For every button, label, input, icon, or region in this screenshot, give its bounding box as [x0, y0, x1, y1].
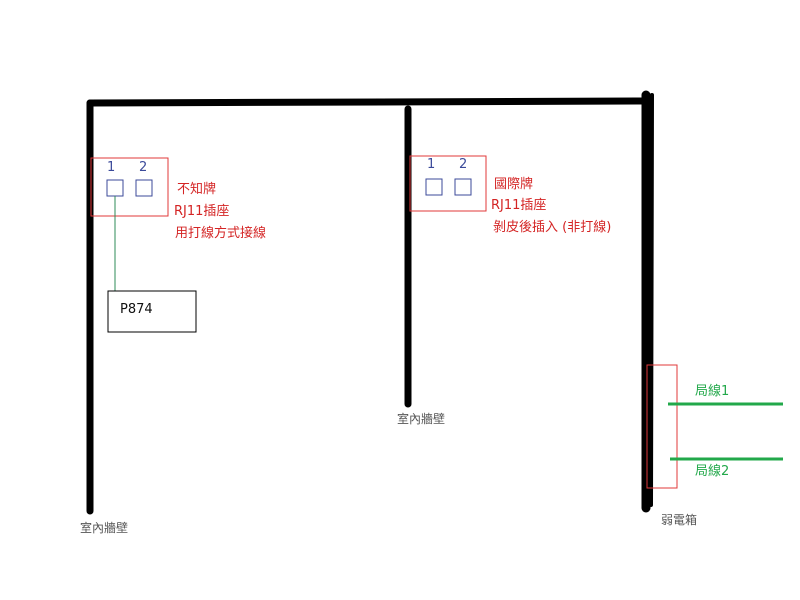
socket-left-port-1 — [106, 179, 124, 197]
wall-middle-label: 室內牆壁 — [397, 412, 446, 426]
socket-left-port-2 — [135, 179, 153, 197]
weak-box-label: 弱電箱 — [661, 513, 698, 527]
socket-middle-type: RJ11插座 — [491, 198, 547, 213]
socket-middle-port-1 — [425, 178, 443, 196]
socket-left-method: 用打線方式接線 — [175, 226, 267, 241]
phone-line-1-label: 局線1 — [695, 384, 730, 399]
device-box — [107, 290, 197, 333]
socket-middle-port-1-label: 1 — [427, 157, 436, 172]
wall-left-label: 室內牆壁 — [80, 521, 129, 535]
weak-box-outline — [646, 364, 678, 489]
socket-left-box — [90, 157, 169, 217]
socket-middle-box — [409, 155, 487, 212]
phone-line-2-label: 局線2 — [695, 464, 730, 479]
right-wall-edge — [649, 93, 654, 507]
socket-middle-port-2 — [454, 178, 472, 196]
socket-left-port-2-label: 2 — [139, 160, 148, 175]
socket-left-brand: 不知牌 — [177, 182, 217, 197]
ceiling-wall — [86, 97, 654, 107]
socket-middle-port-2-label: 2 — [459, 157, 468, 172]
device-label: P874 — [120, 302, 153, 317]
socket-middle-brand: 國際牌 — [494, 177, 534, 192]
socket-middle-method: 剝皮後插入 (非打線) — [493, 220, 612, 235]
socket-left-port-1-label: 1 — [107, 160, 116, 175]
socket-left-type: RJ11插座 — [174, 204, 230, 219]
